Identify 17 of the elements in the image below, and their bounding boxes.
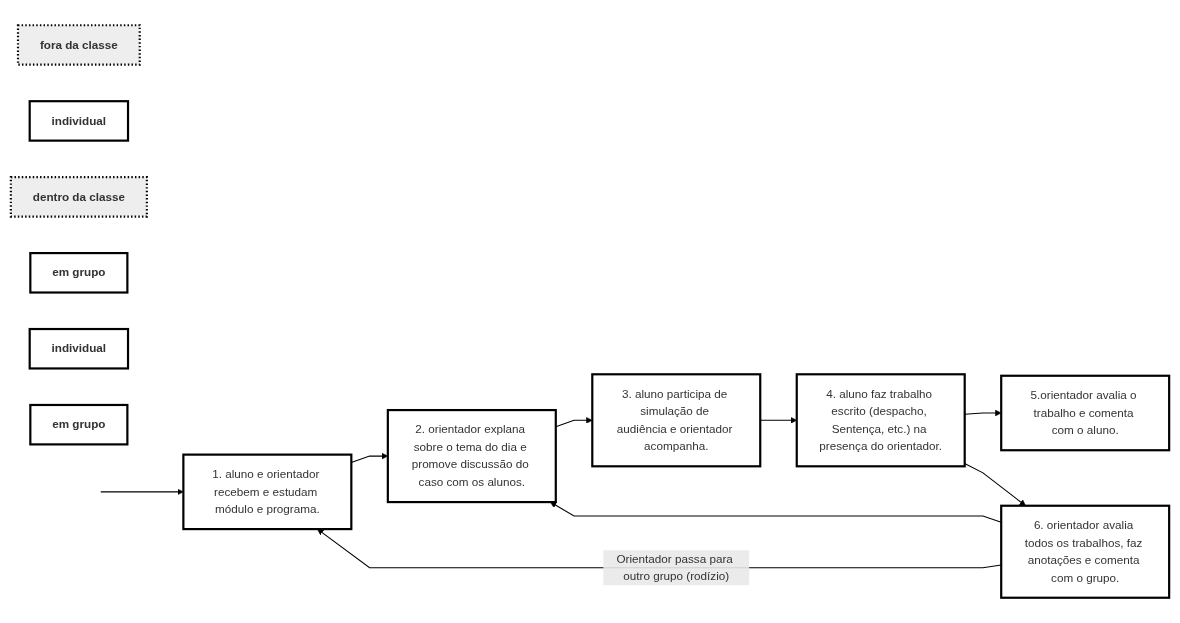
node-box: individual — [28, 327, 130, 370]
arrow — [964, 409, 1002, 417]
node-box: 3. aluno participa de simulação de audiência e orientador acompanha. — [591, 373, 762, 468]
node-box: individual — [28, 100, 130, 142]
node-box: dentro da classe — [9, 176, 148, 218]
node-box: em grupo — [29, 403, 129, 446]
arrow — [100, 488, 184, 496]
node-box: fora da classe — [16, 24, 141, 66]
node-box: 6. orientador avalia todos os trabalhos, faz anotações e comenta com o grupo. — [1000, 504, 1171, 599]
arrow — [550, 501, 1002, 523]
edge-label: Orientador passa para outro grupo (rodízio) — [616, 552, 733, 583]
node-box: 2. orientador explana sobre o tema do dia e promove discussão do caso com os alunos. — [386, 409, 557, 504]
node-box: em grupo — [29, 252, 129, 294]
arrow — [555, 417, 593, 428]
node-box: 4. aluno faz trabalho escrito (despacho, Sentença, etc.) na presença do orientador. — [795, 373, 966, 468]
node-box: 5.orientador avalia o trabalho e comenta com o aluno. — [1000, 374, 1171, 452]
node-box: 1. aluno e orientador recebem e estudam módulo e programa. — [182, 453, 353, 531]
